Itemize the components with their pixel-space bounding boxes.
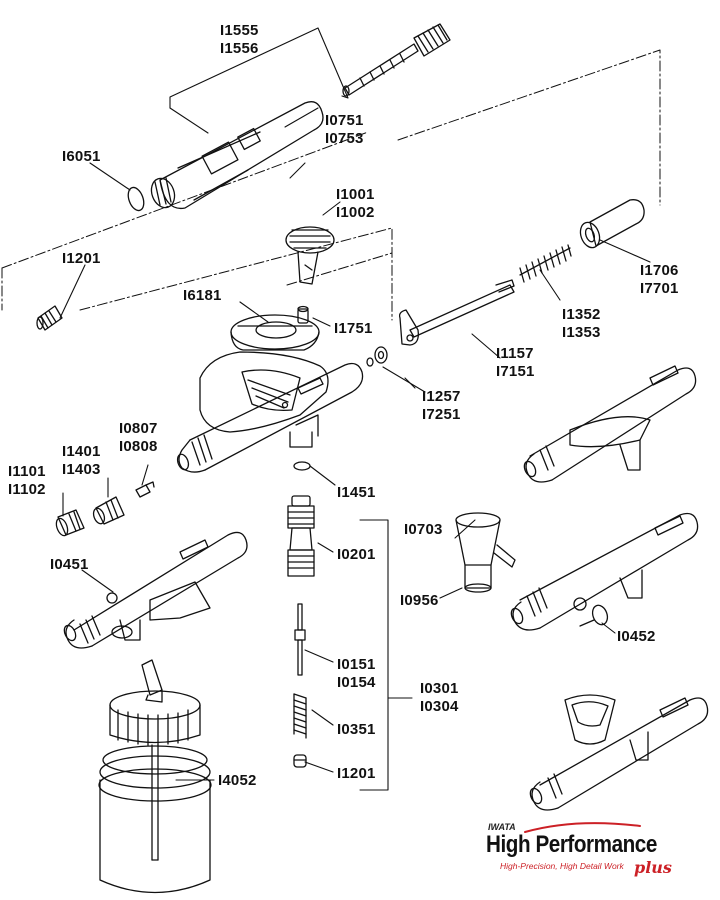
body-variant-1 — [523, 365, 697, 483]
part-label-6051: I6051 — [62, 148, 101, 165]
valve-guide — [293, 754, 307, 768]
body-variant-3 — [529, 694, 709, 811]
part-label-0451: I0451 — [50, 556, 89, 573]
lever-spring-guide — [297, 305, 309, 324]
part-label-0751-0753: I0751 I0753 — [325, 112, 364, 147]
main-body — [176, 314, 364, 473]
body-assembly-bottom-feed — [63, 531, 248, 649]
part-label-1352-1353: I1352 I1353 — [562, 306, 601, 341]
part-label-0301-0304: I0301 I0304 — [420, 680, 459, 715]
cutaway-handle — [150, 101, 324, 210]
part-label-0151-0154: I0151 I0154 — [337, 656, 376, 691]
part-label-1201-top: I1201 — [62, 250, 101, 267]
part-label-1706-7701: I1706 I7701 — [640, 262, 679, 297]
logo-brand: IWATA — [488, 822, 516, 832]
part-label-1201-bottom: I1201 — [337, 765, 376, 782]
part-label-1451: I1451 — [337, 484, 376, 501]
logo-plus: plus — [634, 858, 672, 877]
part-label-4052: I4052 — [218, 772, 257, 789]
valve-spring — [293, 693, 307, 739]
head-cap — [55, 509, 85, 537]
nozzle-cap — [92, 496, 125, 525]
spring-guide — [579, 199, 645, 249]
needle-chucking-guide — [342, 23, 451, 97]
nozzle — [36, 305, 63, 331]
part-label-1001-1002: I1001 I1002 — [336, 186, 375, 221]
part-label-1257-7251: I1257 I7251 — [422, 388, 461, 423]
logo-swoosh — [524, 822, 641, 833]
part-label-0807-0808: I0807 I0808 — [119, 420, 158, 455]
packing-seal — [366, 346, 388, 367]
needle-spring — [519, 244, 572, 283]
brand-logo: IWATA High Performance High-Precision, H… — [486, 820, 686, 890]
part-label-6181: I6181 — [183, 287, 222, 304]
auxiliary-lever — [398, 279, 515, 346]
valve-stem — [294, 603, 306, 676]
part-label-0703: I0703 — [404, 521, 443, 538]
assembly-outline-lines — [1, 49, 661, 321]
part-label-0452: I0452 — [617, 628, 656, 645]
part-label-0956: I0956 — [400, 592, 439, 609]
washer — [293, 461, 311, 471]
o-ring — [127, 186, 145, 212]
part-label-1555-1556: I1555 I1556 — [220, 22, 259, 57]
logo-title: High Performance — [486, 831, 657, 858]
part-label-0351: I0351 — [337, 721, 376, 738]
part-label-1101-1102: I1101 I1102 — [8, 463, 46, 498]
valve-body — [287, 495, 315, 577]
part-label-1157-7151: I1157 I7151 — [496, 345, 535, 380]
fluid-nozzle-small — [135, 481, 155, 498]
leader-lines — [59, 27, 651, 791]
body-variant-2 — [455, 512, 699, 631]
logo-tagline: High-Precision, High Detail Work — [500, 861, 624, 871]
main-lever — [285, 226, 335, 285]
part-label-1401-1403: I1401 I1403 — [62, 443, 101, 478]
siphon-bottle — [98, 659, 212, 894]
part-label-1751: I1751 — [334, 320, 373, 337]
part-label-0201: I0201 — [337, 546, 376, 563]
